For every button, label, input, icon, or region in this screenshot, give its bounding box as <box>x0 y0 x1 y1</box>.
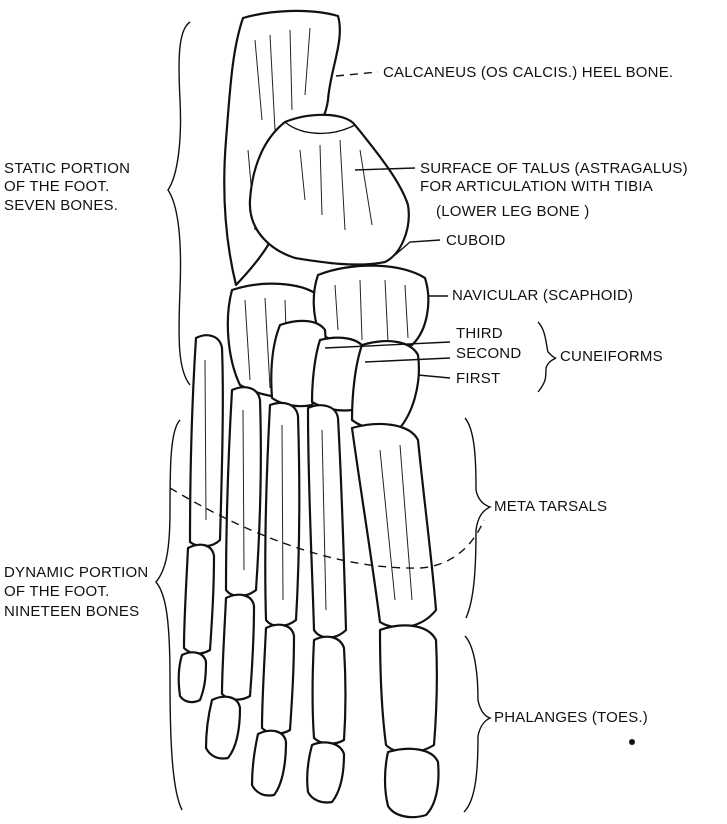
phalanx-5-proximal <box>184 545 214 654</box>
cuneiforms-label: CUNEIFORMS <box>560 348 663 366</box>
phalanx-2-distal <box>307 742 344 802</box>
first-cuneiform-label: FIRST <box>456 370 500 388</box>
calcaneus-label: CALCANEUS (OS CALCIS.) HEEL BONE. <box>383 64 673 82</box>
static-portion-line1: STATIC PORTION <box>4 160 130 178</box>
phalanx-1-distal <box>385 749 439 817</box>
talus-label-line2: FOR ARTICULATION WITH TIBIA <box>420 178 653 196</box>
phalanx-2-proximal <box>313 637 346 744</box>
dynamic-portion-line1: DYNAMIC PORTION <box>4 564 148 582</box>
talus-label-line3: (LOWER LEG BONE ) <box>436 203 589 221</box>
static-brace <box>168 22 190 385</box>
metatarsal-brace <box>465 418 490 618</box>
cuneiform-first-bone <box>352 341 419 430</box>
dynamic-brace <box>156 420 182 810</box>
cuboid-label: CUBOID <box>446 232 506 250</box>
phalanx-3-distal <box>252 731 286 796</box>
cuneiform-brace <box>538 322 556 392</box>
metatarsal-2 <box>308 405 346 637</box>
phalanges-label: PHALANGES (TOES.) <box>494 709 648 727</box>
phalanx-4-distal <box>206 697 240 759</box>
dynamic-portion-line3: NINETEEN BONES <box>4 603 139 621</box>
phalanges-brace <box>464 636 490 812</box>
second-cuneiform-label: SECOND <box>456 345 521 363</box>
first-leader <box>418 375 450 378</box>
phalanx-5-distal <box>179 652 206 702</box>
navicular-bone <box>314 266 429 348</box>
calcaneus-leader <box>336 72 378 76</box>
metatarsals-label: META TARSALS <box>494 498 607 516</box>
ink-dot <box>629 739 635 745</box>
phalanx-1-proximal <box>380 625 437 752</box>
talus-bone <box>250 115 409 265</box>
third-cuneiform-label: THIRD <box>456 325 503 343</box>
metatarsal-1 <box>352 424 436 627</box>
phalanx-3-proximal <box>262 625 294 734</box>
static-portion-line2: OF THE FOOT. <box>4 178 109 196</box>
navicular-label: NAVICULAR (SCAPHOID) <box>452 287 633 305</box>
phalanx-4-proximal <box>222 595 254 700</box>
static-portion-line3: SEVEN BONES. <box>4 197 118 215</box>
talus-label-line1: SURFACE OF TALUS (ASTRAGALUS) <box>420 160 688 178</box>
dynamic-portion-line2: OF THE FOOT. <box>4 583 109 601</box>
